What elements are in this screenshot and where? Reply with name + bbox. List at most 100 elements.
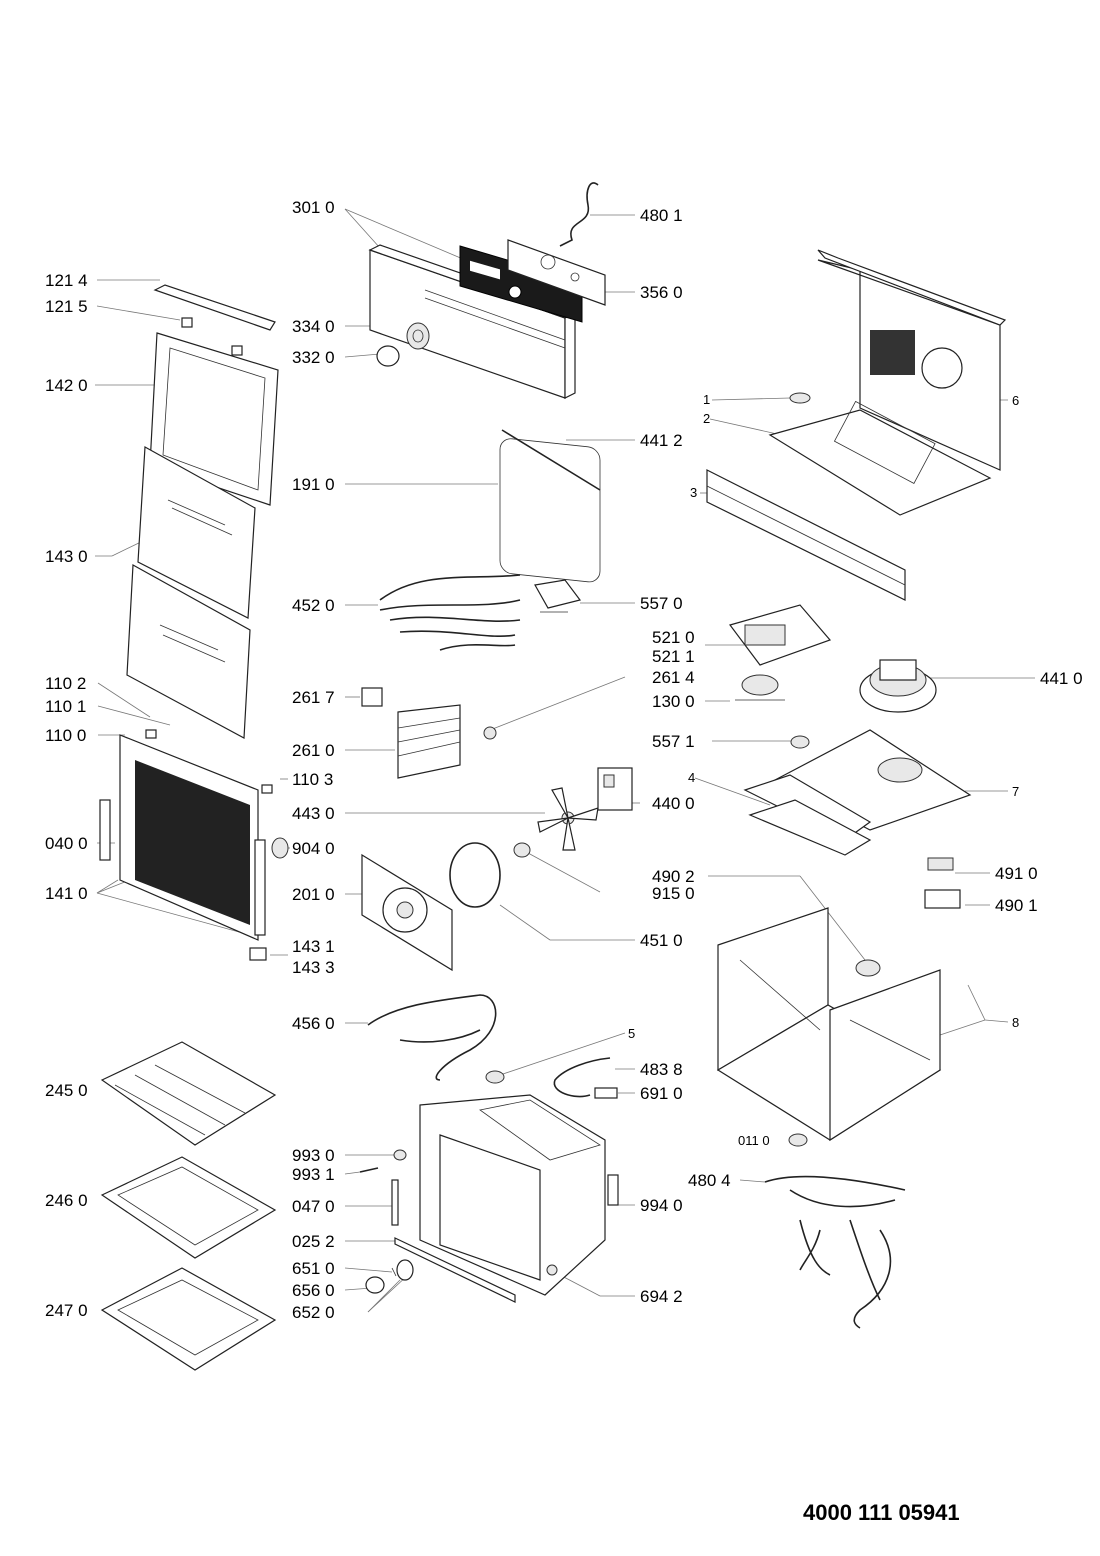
fan-nut [513, 842, 531, 858]
label-451-0: 451 0 [640, 931, 683, 950]
wire-shelf [100, 1041, 277, 1146]
label-191-0: 191 0 [292, 475, 335, 494]
cable-clamp [594, 1087, 618, 1099]
grill-element [379, 574, 521, 651]
part-labels: 301 0 480 1 356 0 121 4 121 5 334 0 332 … [45, 198, 1083, 1322]
label-245-0: 245 0 [45, 1081, 88, 1100]
label-047-0: 047 0 [292, 1197, 335, 1216]
label-694-2: 694 2 [640, 1287, 683, 1306]
motor [735, 674, 785, 701]
label-993-0: 993 0 [292, 1146, 335, 1165]
foot [788, 1133, 808, 1147]
label-143-1: 143 1 [292, 937, 335, 956]
label-440-0: 440 0 [652, 794, 695, 813]
deep-tray [100, 1267, 277, 1371]
bottom-strip [394, 1237, 516, 1303]
lamp-cover [271, 837, 289, 859]
label-143-3: 143 3 [292, 958, 335, 977]
fan-motor [597, 767, 633, 811]
door-gasket [499, 438, 601, 583]
fan-base-plate [743, 729, 972, 856]
label-110-1: 110 1 [45, 697, 86, 716]
label-915-0: 915 0 [652, 884, 695, 903]
cooling-duct-nut [546, 1264, 558, 1276]
oven-cavity [419, 1094, 619, 1296]
label-557-0: 557 0 [640, 594, 683, 613]
bottom-heating-element [367, 994, 497, 1081]
label-483-8: 483 8 [640, 1060, 683, 1079]
label-8: 8 [1012, 1015, 1019, 1030]
label-5: 5 [628, 1026, 635, 1041]
label-121-4: 121 4 [45, 271, 88, 290]
main-wire-harness [764, 1175, 906, 1329]
shelf-support-rail [397, 704, 461, 779]
door-glass [126, 446, 256, 739]
label-443-0: 443 0 [292, 804, 335, 823]
terminal-block [927, 857, 954, 871]
label-993-1: 993 1 [292, 1165, 335, 1184]
label-452-0: 452 0 [292, 596, 335, 615]
support-bracket [706, 469, 906, 601]
label-011-0: 011 0 [738, 1133, 770, 1148]
label-025-2: 025 2 [292, 1232, 335, 1251]
label-3: 3 [690, 485, 697, 500]
door-top-profile [153, 284, 276, 356]
knob [376, 322, 430, 367]
control-module [728, 604, 832, 666]
label-557-1: 557 1 [652, 732, 695, 751]
label-904-0: 904 0 [292, 839, 335, 858]
label-143-0: 143 0 [45, 547, 88, 566]
door-stop [249, 947, 267, 961]
label-142-0: 142 0 [45, 376, 88, 395]
cooling-fan [859, 659, 937, 713]
label-491-0: 491 0 [995, 864, 1038, 883]
label-261-4: 261 4 [652, 668, 695, 687]
label-261-7: 261 7 [292, 688, 335, 707]
label-247-0: 247 0 [45, 1301, 88, 1320]
door-handle-parts [365, 1259, 414, 1294]
clip [361, 687, 383, 707]
top-cover-panel [817, 249, 1007, 471]
label-441-0: 441 0 [1040, 669, 1083, 688]
label-651-0: 651 0 [292, 1259, 335, 1278]
label-301-0: 301 0 [292, 198, 335, 217]
label-110-3: 110 3 [292, 770, 333, 789]
label-4: 4 [688, 770, 695, 785]
convection-fan-blade [537, 787, 599, 851]
label-121-5: 121 5 [45, 297, 88, 316]
top-plate [768, 392, 992, 516]
circular-heating-element [449, 842, 501, 908]
lamp-glass-screw [359, 1167, 379, 1173]
label-332-0: 332 0 [292, 348, 335, 367]
label-040-0: 040 0 [45, 834, 88, 853]
label-110-2: 110 2 [45, 674, 86, 693]
lamp-bracket [924, 889, 961, 909]
oven-cabinet [716, 907, 942, 1142]
label-521-1: 521 1 [652, 647, 695, 666]
label-652-0: 652 0 [292, 1303, 335, 1322]
label-356-0: 356 0 [640, 283, 683, 302]
label-6: 6 [1012, 393, 1019, 408]
label-141-0: 141 0 [45, 884, 88, 903]
power-cable [553, 1057, 611, 1098]
label-2: 2 [703, 411, 710, 426]
rear-panel [361, 853, 453, 972]
thermostat-probe [485, 1070, 505, 1084]
wire-harness-small [559, 182, 599, 247]
door-outer-panel [119, 729, 273, 941]
label-691-0: 691 0 [640, 1084, 683, 1103]
label-994-0: 994 0 [640, 1196, 683, 1215]
thermostat [534, 579, 582, 613]
gasket-top-bar [501, 429, 601, 491]
label-7: 7 [1012, 784, 1019, 799]
label-110-0: 110 0 [45, 726, 86, 745]
label-480-1: 480 1 [640, 206, 683, 225]
label-480-4: 480 4 [688, 1171, 731, 1190]
label-130-0: 130 0 [652, 692, 695, 711]
lamp [393, 1149, 407, 1161]
electronic-board [507, 239, 606, 306]
label-441-2: 441 2 [640, 431, 683, 450]
label-490-1: 490 1 [995, 896, 1038, 915]
label-656-0: 656 0 [292, 1281, 335, 1300]
